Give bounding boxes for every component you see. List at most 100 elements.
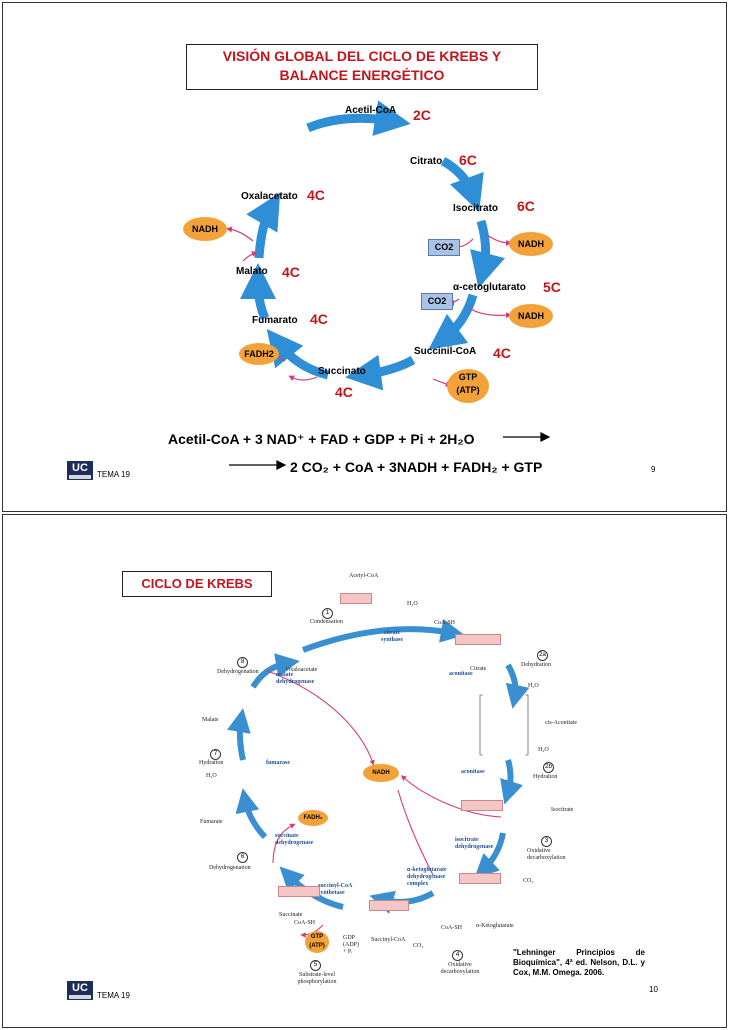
nadh-oval: NADH (363, 764, 399, 782)
enzyme-fumarase: fumarase (266, 760, 290, 766)
step-3: 3 (541, 836, 552, 847)
label-malato: Malato (236, 266, 268, 277)
small-h2o-1: H₂O (407, 601, 418, 607)
enzyme-citrate-synthase: citrate synthase (380, 630, 403, 643)
small-h2o-4: H₂O (206, 773, 217, 779)
citrate-highlight (455, 634, 501, 645)
label-hydration-7: Hydration (199, 760, 224, 766)
label-dehydrogenation-6: Dehydrogenation (209, 865, 251, 871)
nadh-oval-malato: NADH (183, 217, 227, 241)
gtp-text: GTP (310, 934, 324, 940)
enzyme-aconitase-1: aconitase (449, 671, 473, 677)
arrow-malato-oxalacetato (246, 192, 281, 259)
gtp-text: GTP (458, 372, 478, 382)
step-8: 8 (237, 657, 248, 668)
compound-oxaloacetate: Oxaloacetate (286, 667, 318, 673)
label-acetil-coa: Acetil-CoA (345, 105, 397, 116)
label-hydration-2b: Hydration (533, 774, 558, 780)
carbon-fumarato: 4C (310, 311, 328, 327)
atp-text: (ATP) (456, 385, 480, 395)
carbon-succinil-coa: 4C (493, 345, 511, 361)
uc-logo: UC (67, 981, 93, 1000)
page-number: 10 (649, 985, 658, 994)
carbon-cetoglutarato: 5C (543, 279, 561, 295)
small-h2o-3: H₂O (538, 747, 549, 753)
step-7: 7 (210, 749, 221, 760)
gtp-oval: GTP (ATP) (305, 931, 329, 953)
label-oxidative-decarb-4: Oxidative decarboxylation (440, 962, 480, 975)
step-5: 5 (310, 960, 321, 971)
succinate-highlight (278, 886, 320, 897)
atp-text: (ATP) (309, 943, 325, 949)
compound-succinate: Succinate (279, 912, 303, 918)
step-6: 6 (237, 852, 248, 863)
footer-tema: TEMA 19 (97, 470, 130, 479)
fadh2-oval: FADH₂ (298, 810, 328, 826)
carbon-citrato: 6C (459, 152, 477, 168)
nadh-oval-isocitrato: NADH (509, 232, 553, 256)
arrow-oxalacetato-citrato (306, 100, 411, 136)
uc-logo: UC (67, 461, 93, 480)
label-substrate-level: Substrate-level phosphorylation (297, 972, 337, 985)
arrow-succinato-fumarato (266, 328, 330, 380)
step-4: 4 (452, 950, 463, 961)
compound-acetyl-coa: Acetyl-CoA (349, 573, 379, 579)
co2-box-1: CO2 (428, 239, 460, 256)
akg-highlight (459, 873, 501, 884)
label-succinil-coa: Succinil-CoA (414, 346, 477, 357)
arrow-cetoglutarato-succinil (428, 293, 478, 350)
small-gdp: GDP (ADP) + Pᵢ (343, 935, 359, 955)
label-citrato: Citrato (410, 156, 443, 167)
label-isocitrato: Isocitrato (453, 203, 499, 214)
label-oxalacetato: Oxalacetato (241, 191, 298, 202)
enzyme-malate-dh: malate dehydrogenase (276, 672, 315, 685)
equation-line-2: 2 CO₂ + CoA + 3NADH + FADH₂ + GTP (290, 459, 543, 475)
label-cetoglutarato: α-cetoglutarato (453, 282, 526, 293)
fadh2-oval: FADH2 (239, 343, 279, 365)
enzyme-succinyl-coa-synthetase: succinyl-CoA synthetase (318, 883, 353, 896)
bibliographic-reference: "Lehninger Principios de Bioquímica", 4ª… (513, 948, 645, 977)
compound-akg: α-Ketoglutarate (476, 923, 514, 929)
compound-fumarate: Fumarate (200, 819, 223, 825)
step-1: 1 (322, 608, 333, 619)
enzyme-succinate-dh: succinate dehydrogenase (275, 833, 314, 846)
compound-cis-aconitate: cis-Aconitate (545, 720, 577, 726)
compound-succinyl-coa: Succinyl-CoA (371, 937, 406, 943)
compound-malate: Malate (202, 717, 219, 723)
gtp-oval: GTP (ATP) (447, 369, 489, 403)
small-coa-sh-1: CoA-SH (434, 620, 456, 626)
enzyme-isocitrate-dh: isocitrate dehydrogenase (455, 837, 494, 850)
small-co2-1: CO₂ (523, 878, 534, 884)
carbon-malato: 4C (282, 264, 300, 280)
small-coa-sh-3: CoA-SH (294, 920, 316, 926)
label-oxidative-decarb-3: Oxidative decarboxylation (527, 848, 566, 861)
equation-line-1: Acetil-CoA + 3 NAD⁺ + FAD + GDP + Pi + 2… (168, 431, 475, 447)
label-dehydrogenation-8: Dehydrogenation (217, 669, 259, 675)
enzyme-akg-dh: α-ketoglutarate dehydrogenase complex (407, 867, 447, 887)
acetyl-group-highlight (340, 593, 372, 604)
slide-krebs-overview: VISIÓN GLOBAL DEL CICLO DE KREBS Y BALAN… (2, 2, 727, 512)
isocitrate-highlight (461, 800, 503, 811)
slide-krebs-detail: CICLO DE KREBS (2, 514, 727, 1028)
small-h2o-2: H₂O (528, 683, 539, 689)
arrow-citrato-isocitrato (440, 157, 484, 212)
arrow-succinil-succinato (345, 354, 416, 391)
label-succinato: Succinato (318, 366, 366, 377)
small-co2-2: CO₂ (413, 943, 424, 949)
label-dehydration: Dehydration (521, 662, 551, 668)
arrow-fumarato-malato (240, 263, 277, 320)
nadh-oval-cetoglutarato: NADH (509, 304, 553, 328)
page-number: 9 (651, 465, 656, 474)
footer-tema: TEMA 19 (97, 991, 130, 1000)
co2-box-2: CO2 (421, 293, 453, 310)
carbon-oxalacetato: 4C (307, 187, 325, 203)
compound-citrate: Citrate (470, 666, 487, 672)
label-fumarato: Fumarato (252, 315, 298, 326)
slide-title: CICLO DE KREBS (122, 571, 272, 597)
label-condensation: Condensation (310, 619, 343, 625)
carbon-acetil-coa: 2C (413, 107, 431, 123)
arrow-isocitrato-cetoglutarato (470, 219, 505, 289)
step-2b: 2b (543, 762, 554, 773)
step-2a: 2a (537, 650, 548, 661)
carbon-isocitrato: 6C (517, 198, 535, 214)
